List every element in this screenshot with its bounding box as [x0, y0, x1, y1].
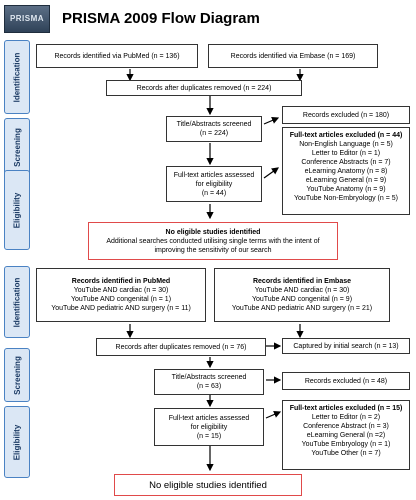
- embase-records-box: Records identified via Embase (n = 169): [208, 44, 378, 68]
- logo-text: PRISMA: [9, 14, 45, 23]
- tab-eligibility-1: Eligibility: [4, 170, 30, 250]
- fulltext-excluded-box-2: Full-text articles excluded (n = 15) Let…: [282, 400, 410, 470]
- captured-box: Captured by initial search (n = 13): [282, 338, 410, 354]
- tab-identification-2: Identification: [4, 266, 30, 338]
- fulltext-excluded-box-1: Full-text articles excluded (n = 44) Non…: [282, 127, 410, 215]
- page-title: PRISMA 2009 Flow Diagram: [62, 10, 260, 27]
- tab-eligibility-2: Eligibility: [4, 406, 30, 478]
- records-excluded-box-2: Records excluded (n = 48): [282, 372, 410, 390]
- no-eligible-studies-box-2: No eligible studies identified: [114, 474, 302, 496]
- embase-records-box-2: Records identified in Embase YouTube AND…: [214, 268, 390, 322]
- pubmed-records-box: Records identified via PubMed (n = 136): [36, 44, 198, 68]
- dedup-box-1: Records after duplicates removed (n = 22…: [106, 80, 302, 96]
- tab-screening-1: Screening: [4, 118, 30, 176]
- screened-box-1: Title/Abstracts screened (n = 224): [166, 116, 262, 142]
- records-excluded-box-1: Records excluded (n = 180): [282, 106, 410, 124]
- prisma-logo: PRISMA: [4, 5, 50, 33]
- fulltext-assessed-box-2: Full-text articles assessed for eligibil…: [154, 408, 264, 446]
- no-eligible-studies-box-1: No eligible studies identified Additiona…: [88, 222, 338, 260]
- pubmed-records-box-2: Records identified in PubMed YouTube AND…: [36, 268, 206, 322]
- screened-box-2: Title/Abstracts screened (n = 63): [154, 369, 264, 395]
- tab-identification-1: Identification: [4, 40, 30, 114]
- tab-screening-2: Screening: [4, 348, 30, 402]
- fulltext-assessed-box-1: Full-text articles assessed for eligibil…: [166, 166, 262, 202]
- dedup-box-2: Records after duplicates removed (n = 76…: [96, 338, 266, 356]
